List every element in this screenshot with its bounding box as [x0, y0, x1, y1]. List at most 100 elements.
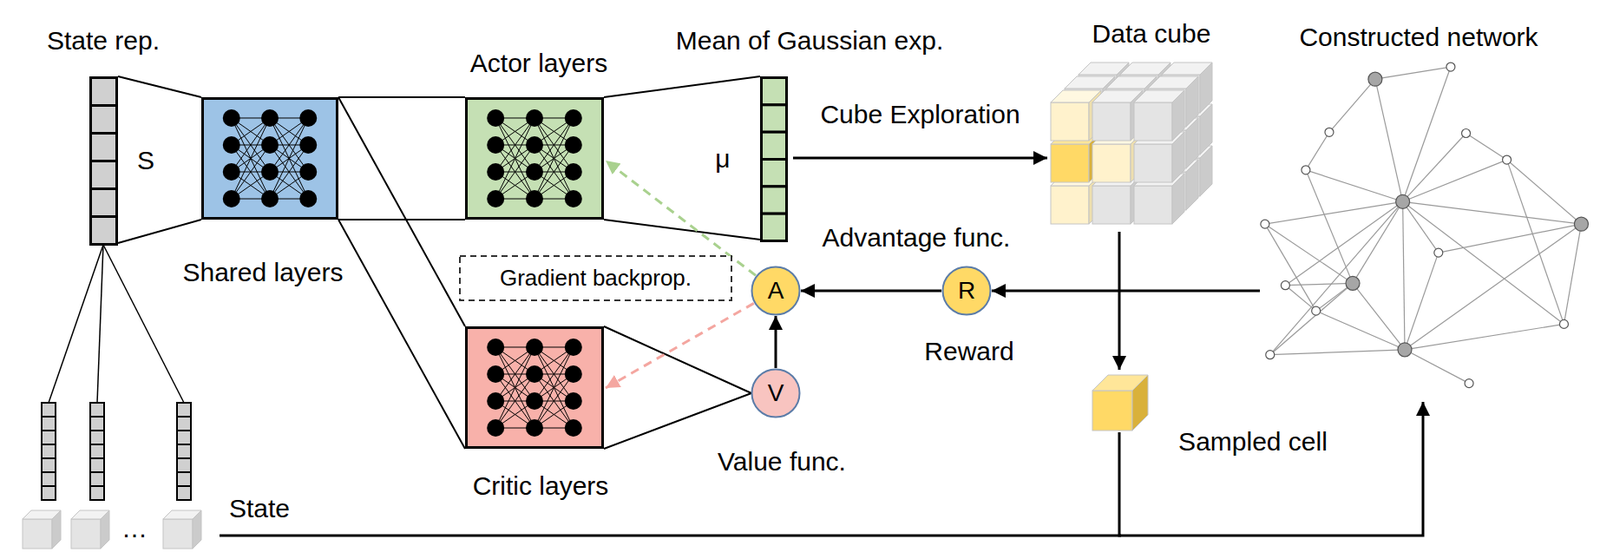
graph-link — [1403, 201, 1439, 253]
graph-node — [1464, 379, 1474, 388]
mean-vector: Mean of Gaussian exp. — [760, 76, 788, 240]
vector-cell — [41, 458, 56, 473]
neuron — [564, 338, 583, 356]
graph-link — [1375, 78, 1404, 202]
graph-node — [1280, 281, 1290, 290]
state-cube — [71, 510, 110, 549]
neuron — [564, 365, 583, 383]
neuron — [486, 109, 505, 127]
flow-arrow — [1119, 401, 1423, 536]
neuron-link — [534, 118, 574, 199]
vector-cell — [761, 78, 787, 105]
shared-layers-box-shape — [201, 97, 339, 220]
flow-arrow — [793, 157, 1048, 160]
flow-arrow — [774, 315, 778, 368]
vector-cell — [177, 485, 191, 500]
neuron — [525, 392, 544, 410]
cube-face — [1172, 173, 1185, 224]
graph-link — [1270, 201, 1404, 355]
graph-link — [1404, 223, 1581, 350]
neuron — [222, 109, 241, 127]
vector-cell — [177, 444, 191, 459]
vector-cell — [91, 105, 118, 134]
vector-cell — [41, 485, 56, 500]
gradient-box: Gradient backprop. — [459, 255, 733, 302]
vector-cell — [90, 430, 105, 445]
cube-face — [1200, 145, 1213, 197]
neuron-link — [534, 347, 574, 428]
neuron — [299, 190, 317, 208]
neuron — [299, 163, 317, 181]
node-title: Gradient backprop. — [499, 265, 692, 292]
vector-cell — [91, 78, 118, 106]
graph-link — [1352, 201, 1404, 283]
graph-node — [1462, 128, 1471, 138]
graph-link — [1305, 131, 1330, 171]
fan-line — [603, 76, 761, 240]
state-vector: State rep. — [89, 76, 119, 243]
node-title: V — [767, 379, 785, 407]
advantage-circle: AAdvantage func. — [750, 265, 801, 316]
neuron — [564, 109, 583, 127]
neuron — [564, 392, 583, 410]
neuron-link — [231, 118, 270, 199]
flow-arrow — [1118, 231, 1122, 370]
graph-link — [1285, 201, 1403, 285]
vector-cell — [761, 213, 787, 241]
neuron — [525, 365, 544, 383]
vector-cell — [177, 458, 191, 473]
neuron-link — [231, 118, 270, 199]
cube-face — [1200, 104, 1213, 155]
node-title: Mean of Gaussian exp. — [675, 26, 945, 57]
graph-node — [1502, 155, 1512, 164]
vector-cell — [90, 416, 105, 431]
cube-face — [1050, 144, 1089, 183]
leader-line — [48, 244, 104, 403]
node-title: A — [767, 276, 785, 305]
vector-cell — [41, 444, 56, 459]
neuron — [525, 190, 544, 208]
node-title: Constructed network — [1298, 22, 1538, 53]
cube-face — [71, 518, 101, 549]
value-circle: VValue func. — [750, 367, 801, 419]
cube-face — [192, 510, 202, 549]
neuron — [564, 136, 583, 154]
neuron — [486, 419, 505, 437]
graph-link — [1466, 132, 1508, 160]
state-cube — [163, 510, 202, 549]
graph-link — [1375, 66, 1451, 79]
neuron — [525, 136, 544, 154]
graph-link — [1285, 282, 1353, 285]
neuron — [525, 419, 544, 437]
neuron — [299, 109, 317, 127]
circle-outline — [943, 267, 991, 315]
vector-cell — [41, 430, 56, 445]
vector-cell — [761, 104, 787, 132]
vector-cell — [761, 131, 787, 159]
neuron — [486, 365, 505, 383]
neuron — [486, 136, 505, 154]
neuron — [486, 163, 505, 181]
critic-layers-box: Critic layers — [465, 326, 604, 449]
graph-link — [1403, 132, 1467, 202]
fan-line — [603, 326, 752, 449]
neuron — [486, 190, 505, 208]
reward-circle: RReward — [941, 265, 992, 316]
dashed-outline — [459, 255, 732, 301]
vector-cell — [177, 416, 191, 431]
cube-face — [1172, 131, 1185, 183]
layer-box — [203, 98, 338, 219]
cube-face — [52, 510, 61, 549]
layer-box — [466, 327, 604, 448]
cube-face — [100, 510, 110, 549]
circle-outline — [752, 267, 800, 315]
vector-cell — [177, 402, 191, 417]
graph-node — [1324, 127, 1334, 137]
vector-cell — [41, 472, 56, 486]
vector-cell — [177, 430, 191, 445]
neuron — [222, 136, 241, 154]
state-cube — [22, 510, 61, 549]
neuron — [261, 136, 279, 154]
mean-symbol: μ — [714, 144, 730, 175]
graph-link — [1270, 282, 1353, 355]
